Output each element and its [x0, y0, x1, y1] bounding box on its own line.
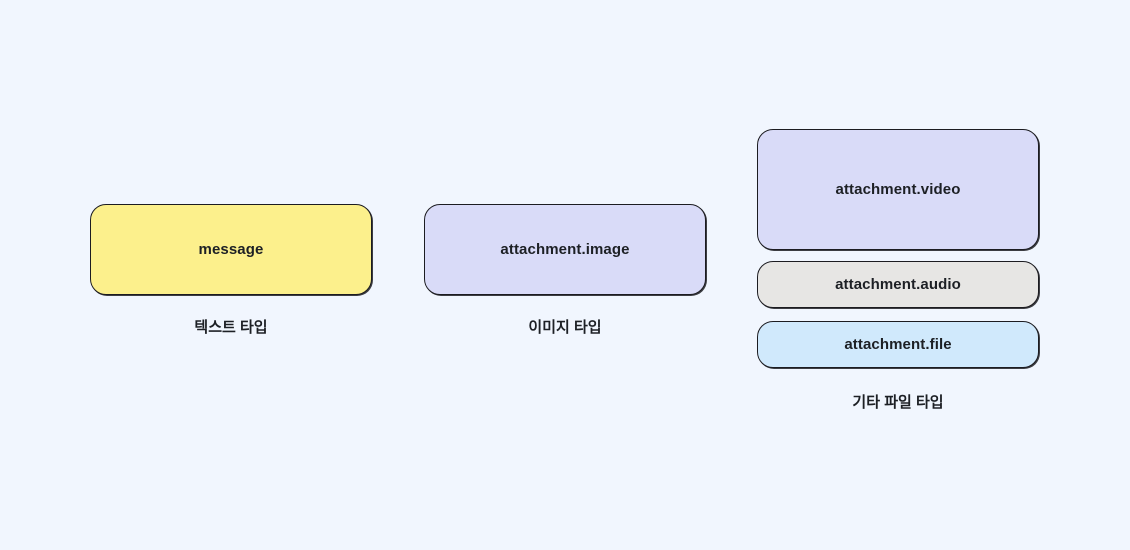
node-attachment-audio-label: attachment.audio: [835, 276, 961, 293]
node-attachment-audio: attachment.audio: [757, 261, 1039, 308]
node-attachment-file: attachment.file: [757, 321, 1039, 368]
node-message-label: message: [198, 241, 264, 258]
caption-other-file-type: 기타 파일 타입: [852, 394, 944, 411]
node-attachment-video-label: attachment.video: [835, 181, 961, 198]
node-message: message: [90, 204, 372, 295]
node-attachment-image: attachment.image: [424, 204, 706, 295]
caption-text-type: 텍스트 타입: [194, 319, 268, 336]
node-attachment-video: attachment.video: [757, 129, 1039, 250]
node-attachment-image-label: attachment.image: [500, 241, 630, 258]
node-attachment-file-label: attachment.file: [844, 336, 952, 353]
caption-image-type: 이미지 타입: [528, 319, 602, 336]
